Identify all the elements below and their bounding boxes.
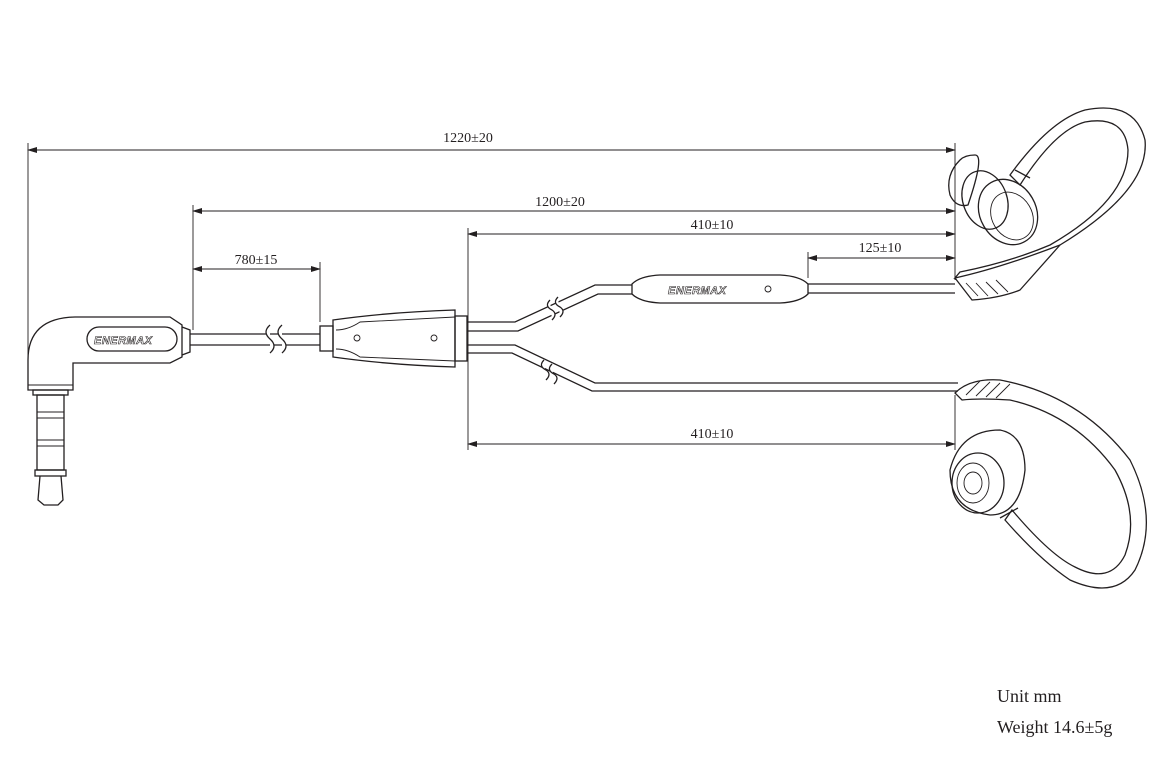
right-earpiece: [949, 379, 1148, 589]
dimension-label: 410±10: [691, 218, 734, 233]
left-branch-cable: [467, 283, 955, 332]
dimension-label: 780±15: [235, 253, 278, 268]
cable-splitter: [319, 309, 468, 368]
dimension-label: 410±10: [691, 427, 734, 442]
left-earpiece: [948, 107, 1146, 301]
unit-note: Unit mm: [997, 686, 1062, 706]
dimension-cable-length: 1200±20: [192, 195, 956, 214]
audio-jack-plug: ENERMAX: [27, 316, 191, 506]
dimension-remote-to-earpiece: 125±10: [807, 241, 956, 278]
dimension-label: 125±10: [859, 241, 902, 256]
dimension-right-branch: 410±10: [467, 427, 956, 447]
dimension-label: 1220±20: [443, 131, 493, 146]
brand-logo: ENERMAX: [668, 285, 727, 297]
inline-remote: ENERMAX: [631, 274, 809, 304]
dimension-left-branch: 410±10: [467, 218, 956, 237]
main-cable: [190, 324, 320, 354]
dimension-label: 1200±20: [535, 195, 585, 210]
extension-lines: [27, 143, 956, 450]
right-branch-cable: [467, 344, 958, 392]
dimension-plug-to-splitter: 780±15: [192, 253, 321, 272]
weight-note: Weight 14.6±5g: [997, 717, 1113, 737]
dimension-total-length: 1220±20: [27, 131, 956, 153]
brand-logo: ENERMAX: [94, 335, 153, 347]
